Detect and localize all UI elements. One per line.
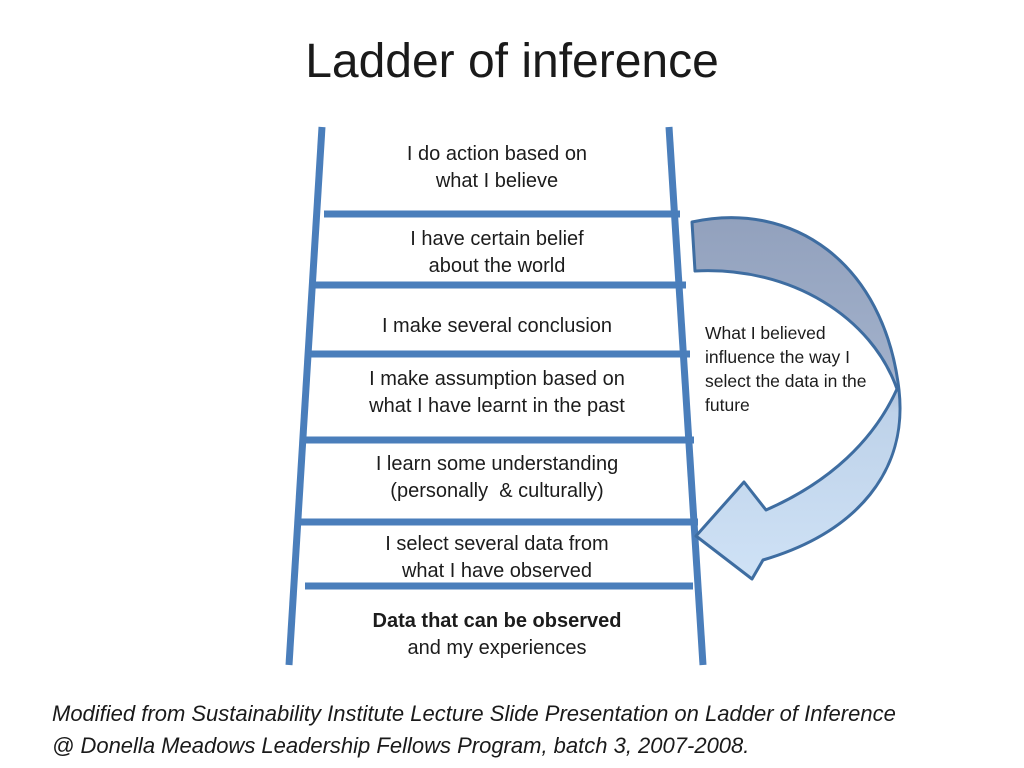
rung-text-line: about the world — [428, 255, 566, 277]
rung-label-understanding: I learn some understanding (personally &… — [297, 451, 697, 505]
rung-text-line: and my experiences — [407, 637, 587, 659]
rung-text-line: what I have learnt in the past — [369, 395, 625, 417]
rung-label-belief: I have certain belief about the world — [297, 226, 697, 280]
rung-label-assumption: I make assumption based on what I have l… — [297, 366, 697, 420]
arrow-caption: What I believed influence the way I sele… — [705, 323, 867, 415]
rung-text-line: (personally & culturally) — [390, 480, 604, 502]
rung-text-line: I do action based on — [406, 143, 588, 165]
rung-text-line: Data that can be observed — [372, 610, 622, 632]
footer-line-2: @ Donella Meadows Leadership Fellows Pro… — [52, 733, 750, 758]
rung-label-action: I do action based on what I believe — [297, 141, 697, 195]
rung-text-line: I select several data from — [385, 533, 609, 555]
ladder-left-rail — [285, 126, 326, 666]
rung-label-conclusion: I make several conclusion — [297, 313, 697, 340]
rung-label-select-data: I select several data from what I have o… — [297, 531, 697, 585]
rung-text-line: what I believe — [435, 170, 559, 192]
rung-text-line: I make several conclusion — [381, 315, 613, 337]
rung-label-observable-data: Data that can be observed and my experie… — [297, 608, 697, 662]
footer-attribution: Modified from Sustainability Institute L… — [52, 698, 1002, 762]
rung-text-line: I make assumption based on — [369, 368, 625, 390]
slide-title: Ladder of inference — [305, 35, 719, 88]
rung-text-line: I learn some understanding — [375, 453, 619, 475]
footer-line-1: Modified from Sustainability Institute L… — [52, 701, 896, 726]
rung-text-line: what I have observed — [401, 560, 593, 582]
curved-feedback-arrow — [690, 216, 902, 581]
rung-text-line: I have certain belief — [410, 228, 584, 250]
